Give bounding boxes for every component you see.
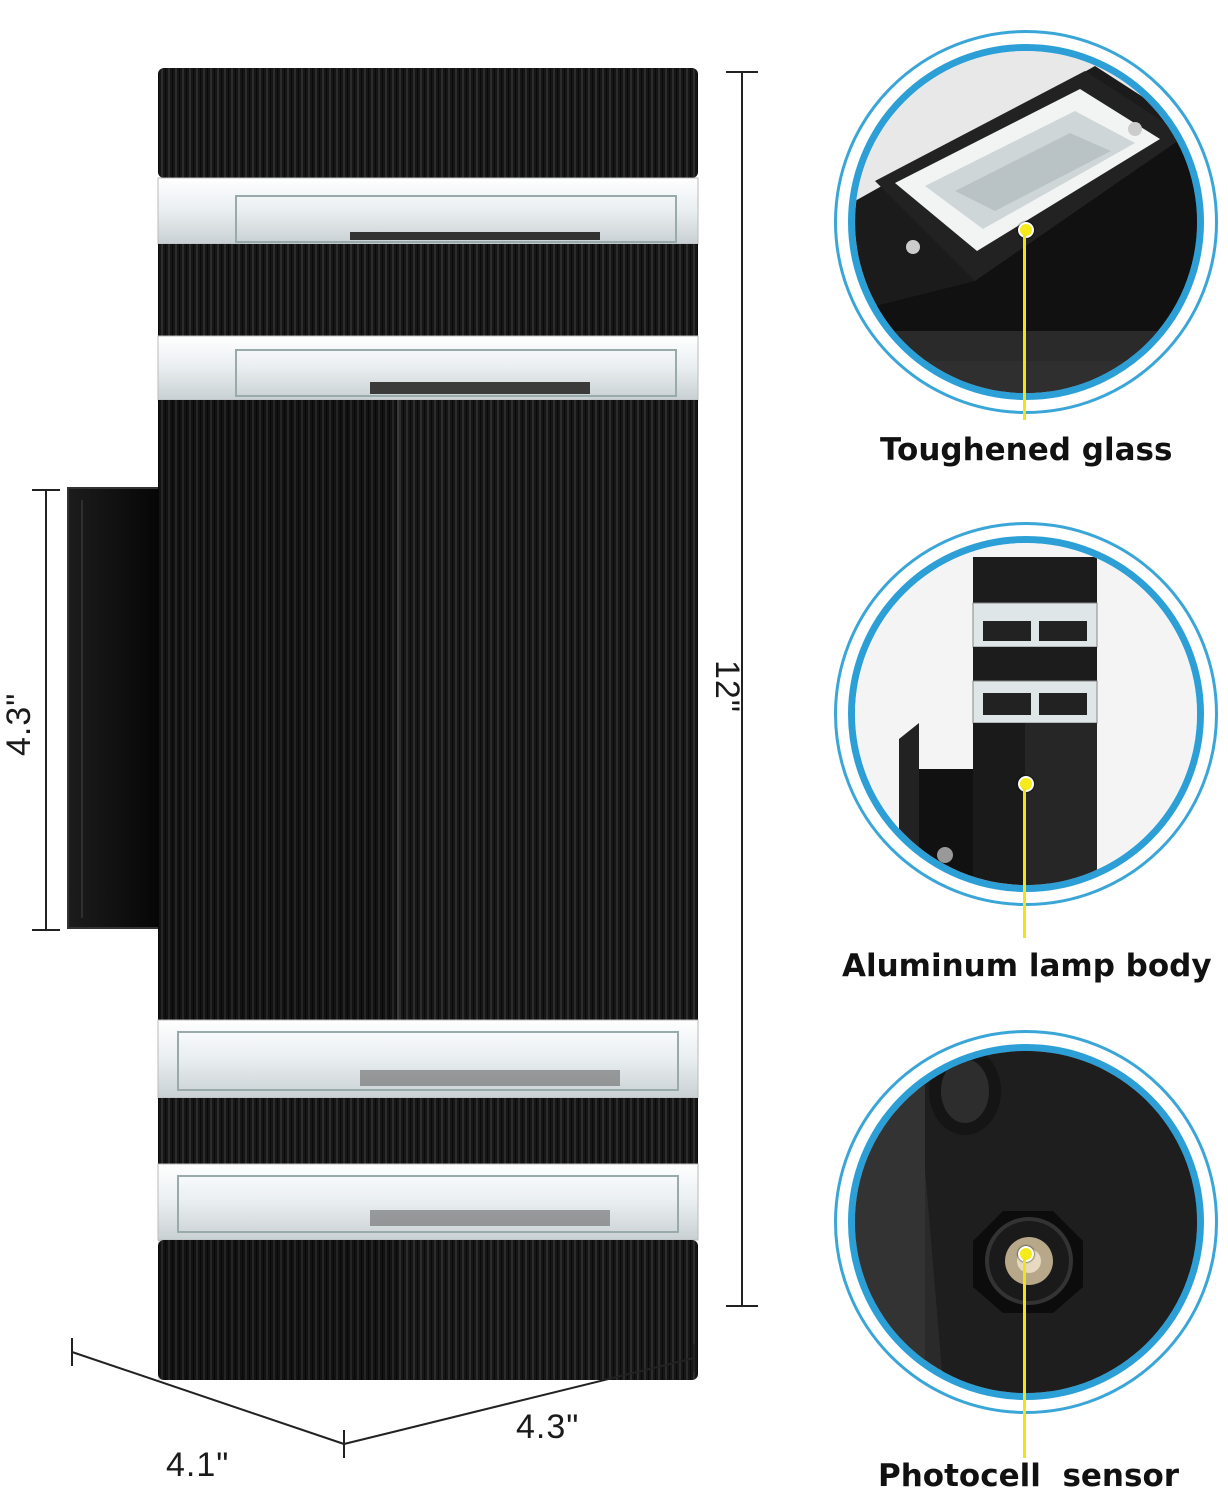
photocell-icon: [855, 1051, 1197, 1393]
sensor-feature-label: Photocell sensor: [878, 1458, 1180, 1494]
backplate-dimension-line: [32, 489, 60, 931]
sensor-pointer-line: [1023, 1258, 1026, 1458]
width-dimension-label: 4.3": [516, 1408, 580, 1446]
glass-feature-label: Toughened glass: [880, 432, 1173, 468]
sensor-pointer-dot: [1018, 1246, 1034, 1262]
height-dimension-line: [726, 71, 758, 1307]
glass-pointer-line: [1023, 234, 1026, 420]
lamp-body-icon: [855, 543, 1197, 885]
sensor-closeup: [848, 1044, 1204, 1400]
detail-ring-glass: [834, 30, 1218, 414]
wall-lamp-illustration: [32, 68, 758, 1458]
detail-ring-body: [834, 522, 1218, 906]
height-dimension-label: 12": [708, 660, 746, 713]
body-pointer-dot: [1018, 776, 1034, 792]
body-closeup: [848, 536, 1204, 892]
detail-ring-sensor: [834, 1030, 1218, 1414]
base-dimension-lines: [71, 1338, 695, 1458]
backplate-dimension-label: 4.3": [0, 692, 38, 756]
body-feature-label: Aluminum lamp body: [842, 948, 1212, 984]
depth-dimension-label: 4.1": [166, 1446, 230, 1484]
body-pointer-line: [1023, 788, 1026, 938]
mounting-backplate: [67, 487, 165, 929]
glass-pointer-dot: [1018, 222, 1034, 238]
